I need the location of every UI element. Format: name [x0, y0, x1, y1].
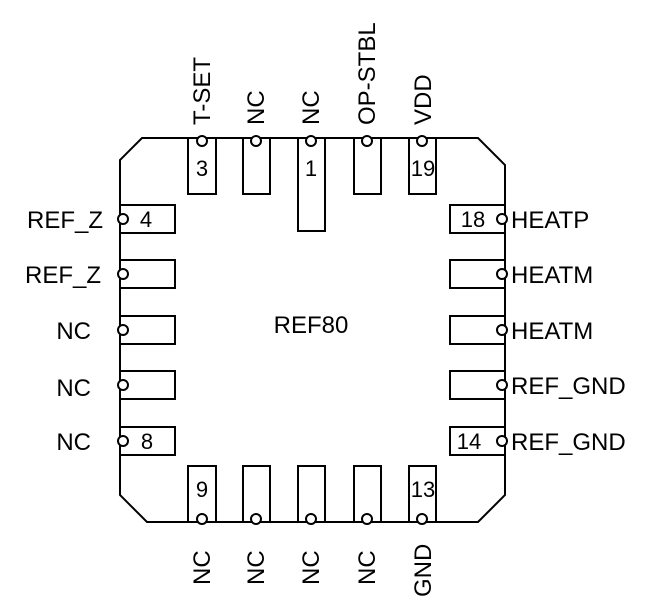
- pin-14-number: 14: [457, 429, 481, 454]
- pin-3-number: 3: [196, 156, 208, 181]
- pin-19-marker: [416, 135, 428, 147]
- pin-8: 8 NC: [56, 426, 176, 456]
- pin-10-marker: [250, 513, 262, 525]
- pin-1-marker: [305, 135, 317, 147]
- pin-13-label: GND: [410, 544, 437, 597]
- pin-3: 3 T-SET: [187, 57, 217, 195]
- pin-10-pad: [242, 465, 271, 523]
- pin-7-label: NC: [56, 375, 91, 402]
- pin-19: 19 VDD: [408, 74, 437, 195]
- pin-13-pad: [408, 465, 437, 523]
- pin-3-marker: [196, 135, 208, 147]
- pin-14: 14 REF_GND: [449, 426, 626, 456]
- pin-4: 4 REF_Z: [27, 204, 176, 234]
- pin-18-pad: [449, 204, 506, 234]
- pin-13: 13 GND: [408, 465, 437, 597]
- pin-13-marker: [416, 513, 428, 525]
- pin-9-number: 9: [196, 477, 208, 502]
- pin-5-marker: [117, 268, 129, 280]
- pin-17-label: HEATM: [511, 262, 593, 289]
- pin-7-marker: [117, 379, 129, 391]
- pin-13-number: 13: [411, 477, 435, 502]
- pin-8-number: 8: [141, 429, 153, 454]
- pin-4-number: 4: [140, 207, 152, 232]
- pin-16: HEATM: [449, 315, 593, 345]
- pin-9-marker: [196, 513, 208, 525]
- pin-18: 18 HEATP: [449, 204, 589, 234]
- pin-6-label: NC: [56, 318, 91, 345]
- pin-9-label: NC: [189, 550, 216, 585]
- pin-15: REF_GND: [449, 370, 626, 400]
- pin-20-marker: [361, 135, 373, 147]
- pin-10: NC: [242, 465, 271, 585]
- pin-5-label: REF_Z: [25, 262, 101, 289]
- pin-12-pad: [353, 465, 382, 523]
- pin-14-label: REF_GND: [511, 429, 626, 456]
- pin-11-label: NC: [298, 550, 325, 585]
- pin-11-marker: [305, 513, 317, 525]
- pin-2-pad: [242, 137, 271, 195]
- pin-4-marker: [117, 213, 129, 225]
- pin-2-label: NC: [243, 90, 270, 125]
- pin-17-marker: [496, 268, 508, 280]
- pin-7-pad: [119, 370, 176, 400]
- pin-2: NC: [242, 90, 271, 195]
- pin-19-number: 19: [411, 156, 435, 181]
- pin-11: NC: [297, 465, 326, 585]
- pin-1-pad: [297, 137, 326, 232]
- pin-14-marker: [496, 435, 508, 447]
- pin-1-number: 1: [305, 156, 317, 181]
- pin-20-label: OP-STBL: [354, 22, 381, 125]
- pin-14-pad: [449, 426, 506, 456]
- pin-1: 1 NC: [297, 90, 326, 232]
- pin-12-marker: [361, 513, 373, 525]
- pin-20: OP-STBL: [353, 22, 382, 195]
- pin-3-label: T-SET: [189, 57, 216, 125]
- pin-17-pad: [449, 259, 506, 289]
- pin-18-number: 18: [461, 207, 485, 232]
- pin-5: REF_Z: [25, 259, 176, 289]
- pin-16-pad: [449, 315, 506, 345]
- pin-1-label: NC: [298, 90, 325, 125]
- pin-9-pad: [187, 465, 217, 523]
- pin-6-marker: [117, 324, 129, 336]
- pin-17: HEATM: [449, 259, 593, 289]
- pin-7: NC: [56, 370, 176, 402]
- pin-12: NC: [353, 465, 382, 585]
- pin-15-marker: [496, 379, 508, 391]
- pin-18-label: HEATP: [511, 207, 589, 234]
- pin-10-label: NC: [243, 550, 270, 585]
- pin-2-marker: [250, 135, 262, 147]
- pin-19-pad: [408, 137, 437, 195]
- pin-9: 9 NC: [187, 465, 217, 585]
- pin-16-marker: [496, 324, 508, 336]
- pin-3-pad: [187, 137, 217, 195]
- pin-5-pad: [119, 259, 176, 289]
- pin-12-label: NC: [354, 550, 381, 585]
- pin-16-label: HEATM: [511, 318, 593, 345]
- pin-4-label: REF_Z: [27, 207, 103, 234]
- pin-8-label: NC: [56, 429, 91, 456]
- pin-8-marker: [117, 435, 129, 447]
- pin-6: NC: [56, 315, 176, 345]
- pin-19-label: VDD: [410, 74, 437, 125]
- pin-11-pad: [297, 465, 326, 523]
- pin-18-marker: [496, 213, 508, 225]
- part-name: REF80: [274, 312, 349, 339]
- pin-15-label: REF_GND: [511, 373, 626, 400]
